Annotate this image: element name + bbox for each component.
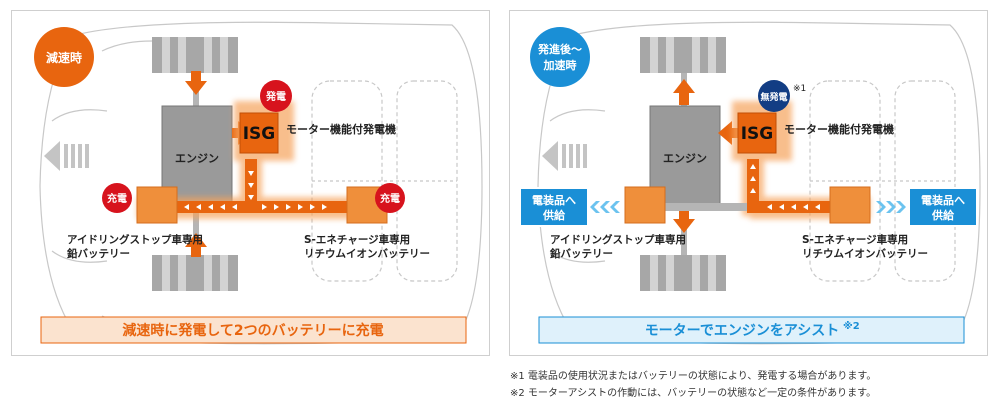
isg-badge-footnote-mark: ※1 [793,84,806,94]
engine-label: エンジン [175,152,219,165]
lithium-battery-label-line2: リチウムイオンバッテリー [802,248,928,260]
direction-arrow-icon [44,141,89,171]
svg-text:電装品へ: 電装品へ [532,193,576,207]
summary-banner [538,316,965,344]
isg-label: ISG [243,124,276,144]
wheel-rear [640,255,726,291]
svg-text:発進後～: 発進後～ [537,42,582,56]
engine-label: エンジン [663,152,707,165]
summary-banner [40,316,467,344]
svg-text:電装品へ: 電装品へ [921,193,965,207]
footnote-2: ※2 モーターアシストの作動には、バッテリーの状態など一定の条件があります。 [510,388,877,399]
wheel-front [640,37,726,73]
acceleration-diagram: エンジン ISG モーター機能付発電機 無発電 ※1 アイドリングストップ車専用… [519,21,981,345]
lithium-battery-label-line2: リチウムイオンバッテリー [304,248,430,260]
lithium-battery [829,186,871,224]
isg-generate-badge [260,80,292,112]
deceleration-panel: エンジン ISG モーター機能付発電機 発電 充電 アイドリングストップ車専用 [11,10,490,356]
acceleration-panel: エンジン ISG モーター機能付発電機 無発電 ※1 アイドリングストップ車専用… [509,10,988,356]
isg-box [737,112,777,154]
svg-text:無発電: 無発電 [760,91,787,103]
lead-battery [136,186,178,224]
charge-flow-chevrons [184,171,327,210]
isg-no-generate-badge [758,80,790,112]
lead-idle-path [660,203,750,211]
svg-text:充電: 充電 [107,192,127,205]
svg-text:供給: 供給 [931,208,955,222]
engine-block [161,105,233,207]
wheel-to-engine-arrows [185,71,207,257]
lithium-charge-badge [375,183,405,213]
assist-path [747,159,832,213]
mode-badge [34,27,94,87]
direction-arrow-icon [542,141,587,171]
svg-text:発電: 発電 [265,90,286,103]
lithium-battery-label-line1: S-エネチャージ車専用 [802,233,908,246]
isg-to-engine-arrow [718,121,732,145]
summary-banner-note: ※2 [843,320,860,332]
summary-banner-text: 減速時に発電して2つのバッテリーに充電 [122,322,383,339]
lead-battery-label-line2: 鉛バッテリー [550,247,613,260]
engine-to-wheel-arrows [673,79,695,233]
supply-left-chevrons [590,201,620,213]
lead-battery-label-line2: 鉛バッテリー [67,247,130,260]
svg-text:減速時: 減速時 [46,50,82,65]
isg-caption: モーター機能付発電機 [286,122,396,136]
wheel-rear [152,255,238,291]
supply-left-box [519,187,589,227]
svg-text:加速時: 加速時 [543,58,577,72]
supply-right-box [908,187,978,227]
supply-right-chevrons [876,201,906,213]
lithium-battery-label-line1: S-エネチャージ車専用 [304,233,410,246]
mode-badge [530,27,590,87]
isg-box [239,112,279,154]
lead-charge-badge [102,183,132,213]
summary-banner-text: モーターでエンジンをアシスト [645,323,840,339]
lead-battery-label-line1: アイドリングストップ車専用 [67,233,203,246]
isg-caption: モーター機能付発電機 [784,122,894,136]
lead-battery [624,186,666,224]
lead-battery-label-line1: アイドリングストップ車専用 [550,233,686,246]
isg-label: ISG [741,124,774,144]
svg-text:供給: 供給 [542,208,566,222]
deceleration-diagram: エンジン ISG モーター機能付発電機 発電 充電 アイドリングストップ車専用 [34,21,483,345]
footnote-1: ※1 電装品の使用状況またはバッテリーの状態により、発電する場合があります。 [510,371,877,382]
wheel-front [152,37,238,73]
svg-text:充電: 充電 [380,192,400,205]
assist-flow-chevrons [750,164,820,210]
